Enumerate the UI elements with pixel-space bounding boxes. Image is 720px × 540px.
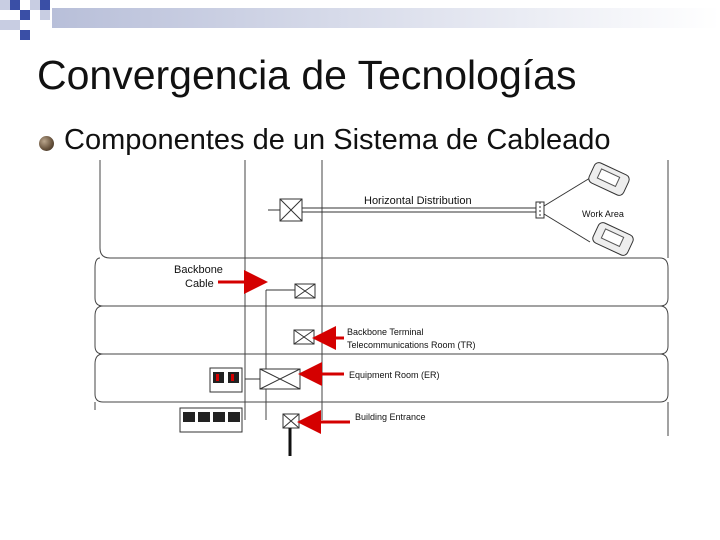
horizontal-distribution bbox=[268, 177, 591, 243]
floor-outlines bbox=[94, 160, 669, 436]
label-horizontal-distribution: Horizontal Distribution bbox=[364, 195, 472, 207]
workstation-icon-1 bbox=[588, 162, 630, 196]
bullet-text: Componentes de un Sistema de Cableado bbox=[64, 124, 611, 156]
entrance-crossconnect bbox=[282, 413, 300, 456]
floor-basement bbox=[94, 402, 669, 436]
tr-crossconnect bbox=[293, 329, 315, 345]
workstation-icon-2 bbox=[592, 222, 634, 256]
title-band bbox=[52, 8, 720, 28]
slide-title: Convergencia de Tecnologías bbox=[37, 52, 577, 98]
er-equipment-rack bbox=[209, 367, 243, 393]
label-tr-line1: Backbone Terminal bbox=[347, 327, 423, 337]
floor2-crossconnect bbox=[266, 283, 316, 299]
floor-4 bbox=[94, 353, 669, 403]
label-tr-line2: Telecommunications Room (TR) bbox=[347, 340, 476, 350]
label-building-entrance: Building Entrance bbox=[355, 412, 426, 422]
er-crossconnect bbox=[245, 368, 301, 390]
floor-top bbox=[99, 160, 598, 259]
label-backbone-line2: Cable bbox=[185, 278, 214, 290]
label-backbone-line1: Backbone bbox=[174, 264, 223, 276]
label-equipment-room: Equipment Room (ER) bbox=[349, 370, 440, 380]
floor-3 bbox=[94, 305, 669, 355]
label-work-area: Work Area bbox=[582, 209, 624, 219]
entrance-equipment-rack bbox=[179, 407, 243, 433]
title-decoration bbox=[0, 0, 720, 40]
checker-squares bbox=[0, 0, 50, 40]
pointer-arrows bbox=[218, 270, 350, 434]
bullet-icon bbox=[39, 136, 54, 151]
